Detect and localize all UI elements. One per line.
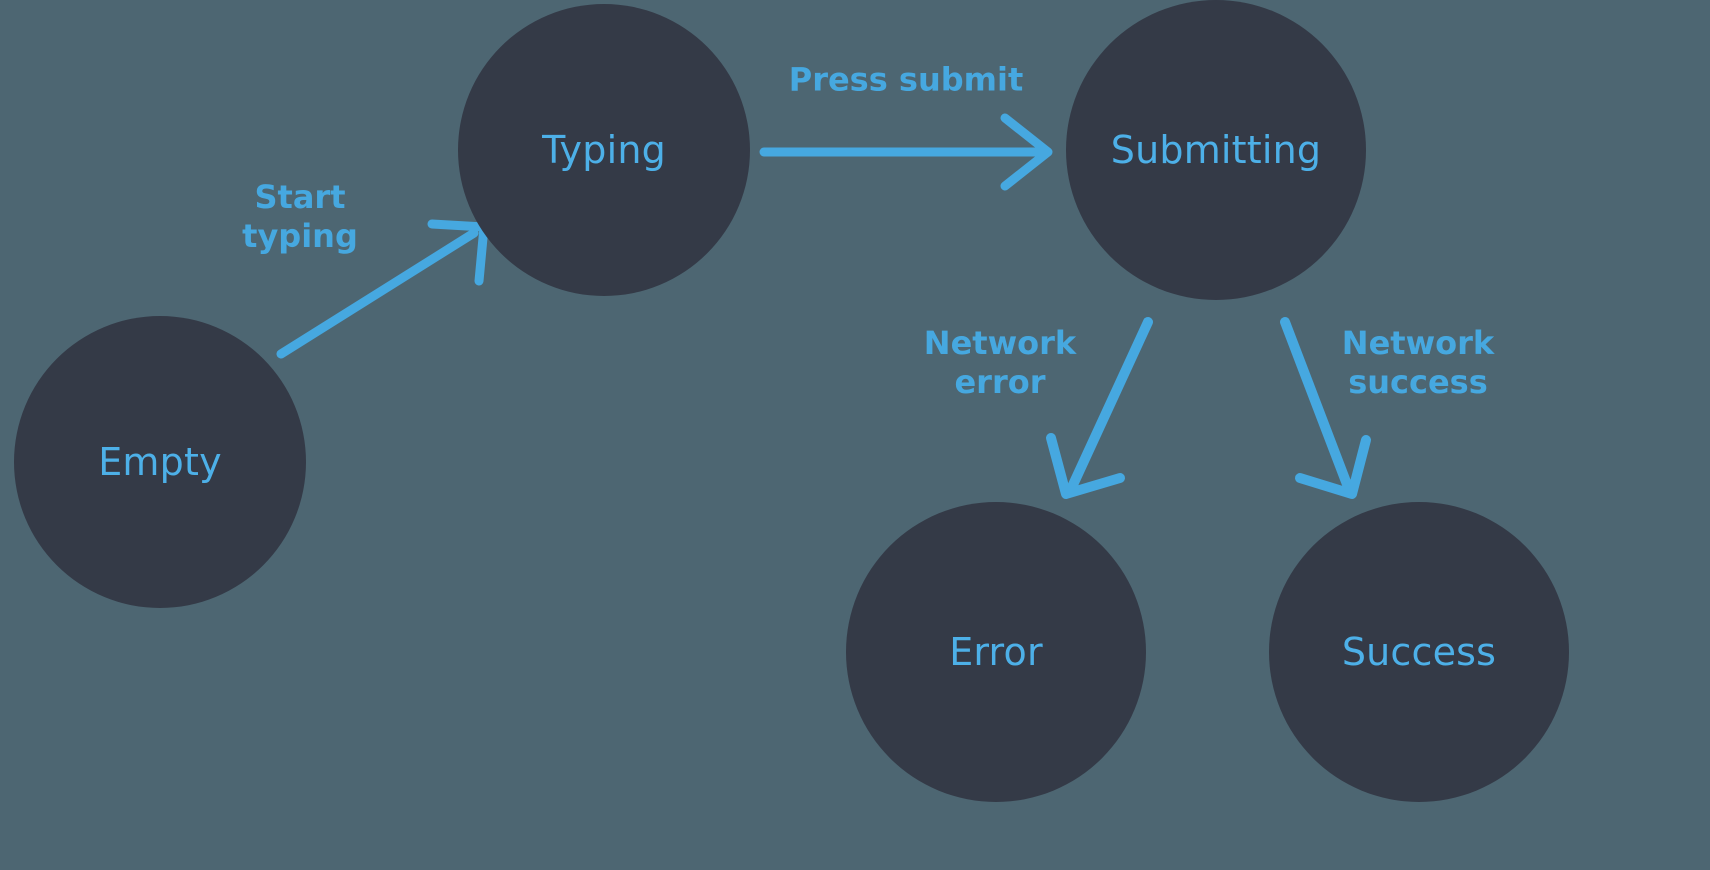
transition-arrow-network-success: [1280, 317, 1371, 499]
transition-label-start-typing: Start typing: [242, 177, 358, 255]
state-label-error: Error: [949, 630, 1043, 674]
state-node-success[interactable]: Success: [1269, 502, 1569, 802]
state-node-empty[interactable]: Empty: [14, 316, 306, 608]
transition-label-press-submit: Press submit: [788, 60, 1024, 99]
transition-arrow-press-submit: [759, 113, 1053, 191]
transition-arrow-network-error: [1046, 317, 1153, 499]
state-node-typing[interactable]: Typing: [458, 4, 750, 296]
state-node-error[interactable]: Error: [846, 502, 1146, 802]
state-node-submitting[interactable]: Submitting: [1066, 0, 1366, 300]
transition-label-network-error: Network error: [923, 323, 1077, 401]
state-label-success: Success: [1341, 630, 1497, 674]
state-label-submitting: Submitting: [1110, 128, 1322, 172]
state-label-typing: Typing: [542, 128, 666, 172]
state-label-empty: Empty: [98, 440, 222, 484]
transition-label-network-success: Network success: [1341, 323, 1495, 401]
